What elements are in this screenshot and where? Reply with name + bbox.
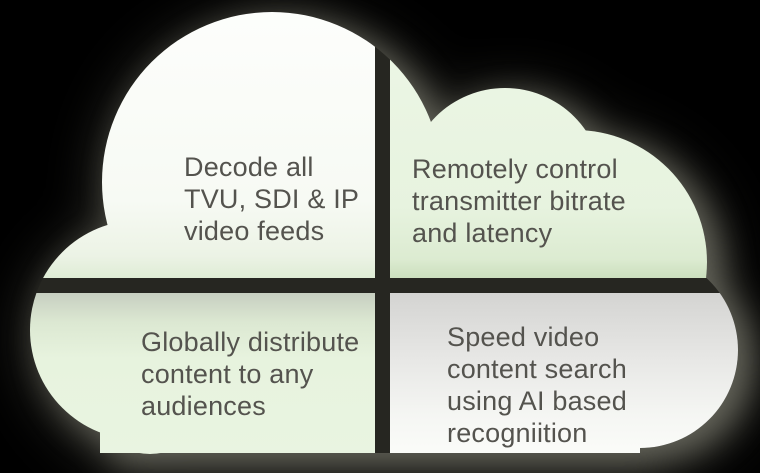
quadrant-text-top-left: Decode all TVU, SDI & IP video feeds [184, 152, 360, 246]
quadrant-text-top-right: Remotely control transmitter bitrate and… [412, 154, 626, 248]
quadrant-text-bottom-left: Globally distribute content to any audie… [141, 327, 360, 421]
quadrant-text-bottom-right: Speed video content search using AI base… [447, 322, 627, 448]
